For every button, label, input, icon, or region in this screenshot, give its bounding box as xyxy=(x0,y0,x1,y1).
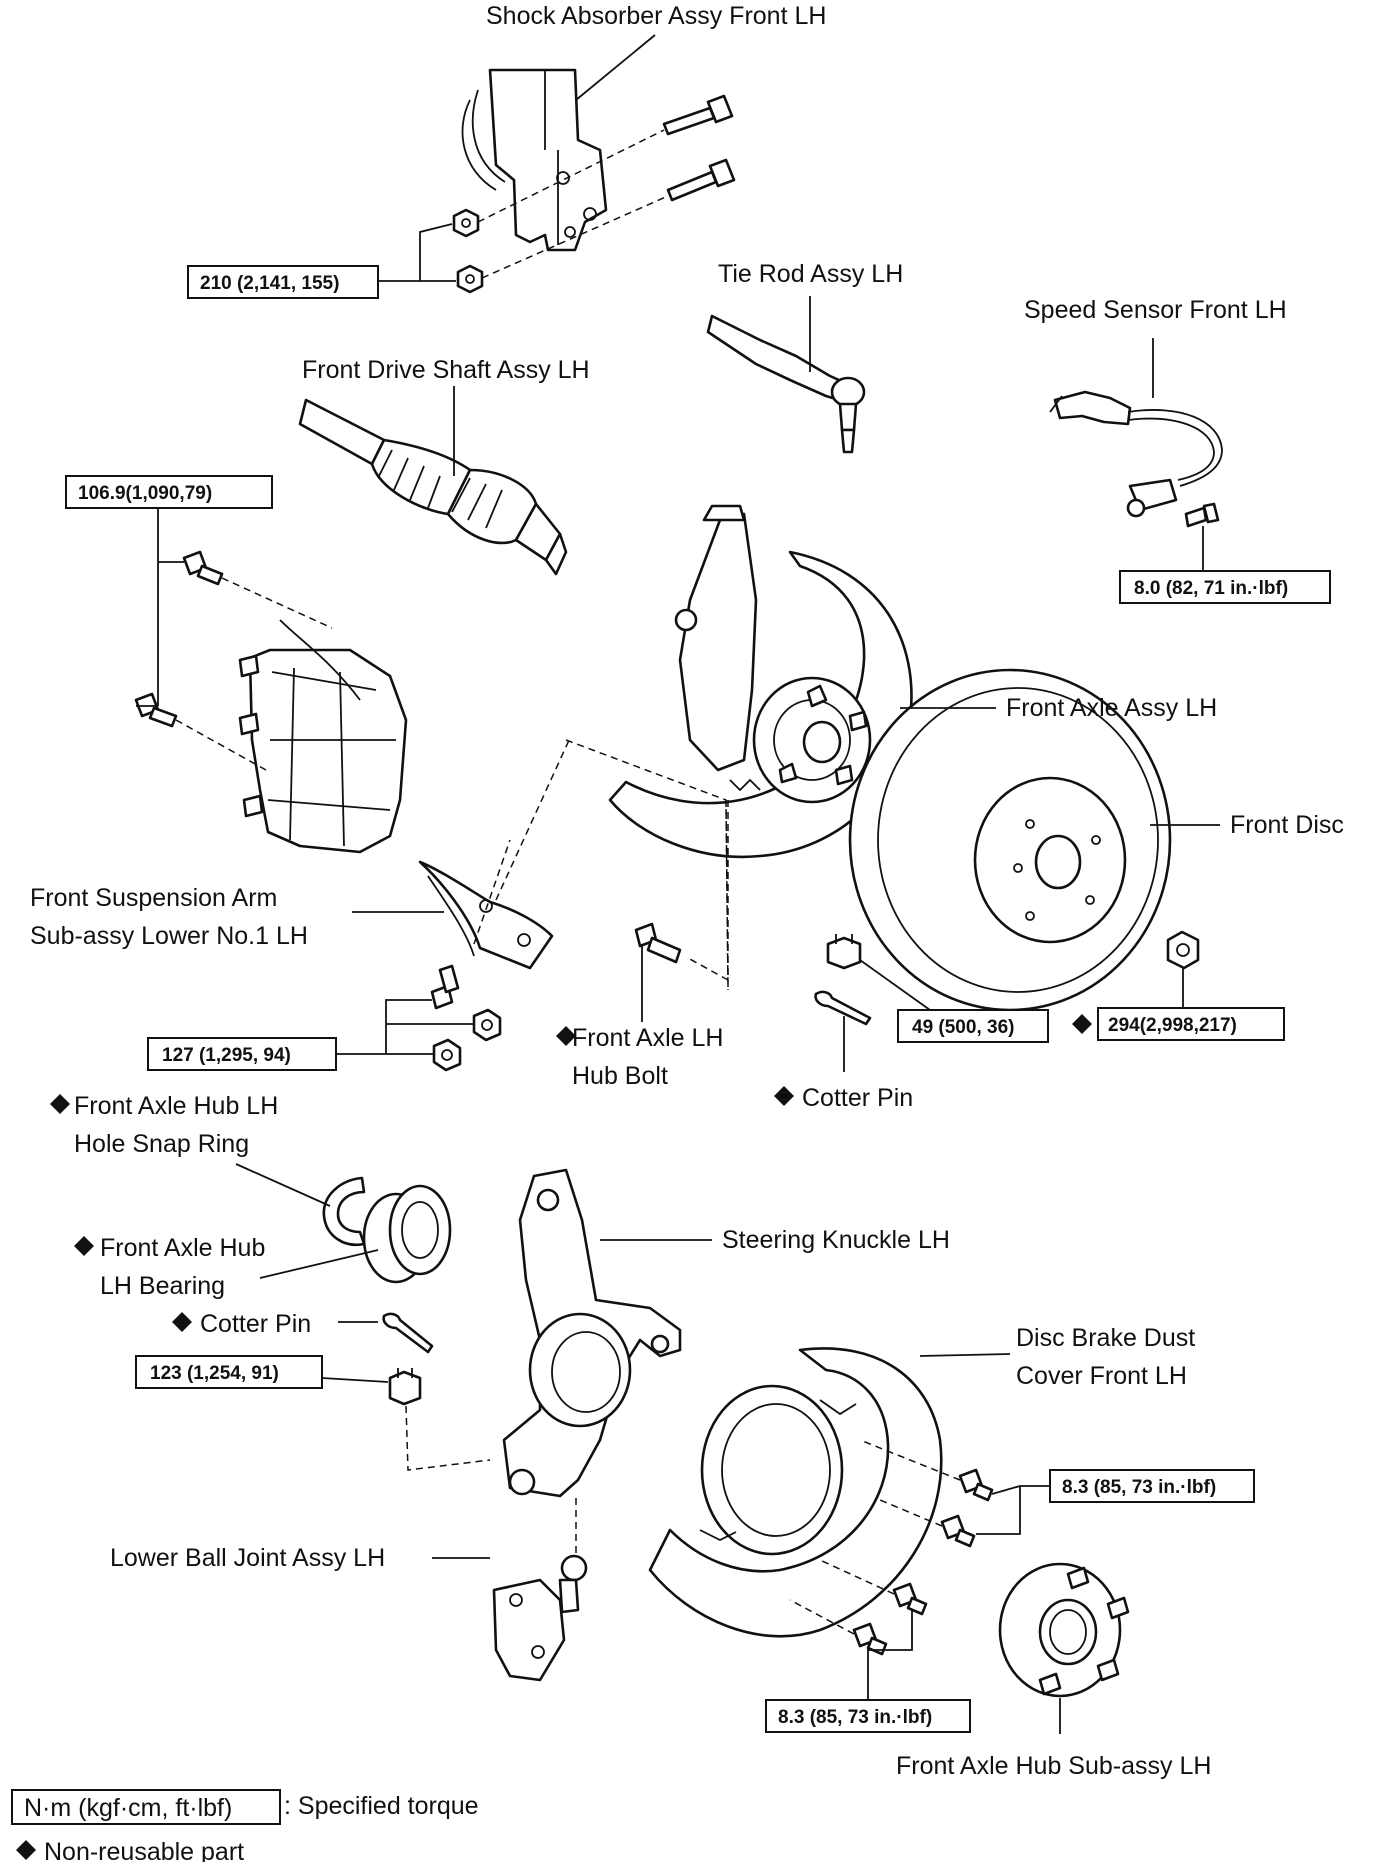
caliper-bolt-upper xyxy=(182,550,224,586)
torque-axle-nut: 294(2,998,217) xyxy=(1108,1015,1237,1036)
suspension-arm-drawing xyxy=(418,860,554,970)
torque-box-caliper xyxy=(65,475,273,509)
label-front-axle-assy: Front Axle Assy LH xyxy=(1006,694,1217,722)
axle-nut-drawing xyxy=(1166,930,1200,970)
label-lower-ball-joint: Lower Ball Joint Assy LH xyxy=(110,1544,385,1572)
label-dust-cover-2: Cover Front LH xyxy=(1016,1362,1187,1390)
label-steering-knuckle: Steering Knuckle LH xyxy=(722,1226,950,1254)
torque-box-axle-nut xyxy=(1097,1007,1285,1041)
lower-ball-joint-drawing xyxy=(492,1554,588,1682)
non-reusable-mark-snap-ring xyxy=(50,1094,70,1114)
dust-cover-bolt-1 xyxy=(958,1468,994,1502)
non-reusable-mark-cotter-upper xyxy=(774,1086,794,1106)
drive-shaft-drawing xyxy=(298,398,568,576)
torque-ball-joint-nut: 123 (1,254, 91) xyxy=(150,1363,279,1384)
dust-cover-drawing xyxy=(648,1347,943,1638)
torque-box-tie-rod-nut xyxy=(897,1009,1049,1043)
cotter-pin-upper-drawing xyxy=(814,990,872,1026)
leader-shock xyxy=(575,34,656,101)
shock-bolt-upper xyxy=(662,94,734,136)
tie-rod-nut-drawing xyxy=(826,934,862,970)
label-axle-hub-sub: Front Axle Hub Sub-assy LH xyxy=(896,1752,1211,1780)
leader-shock-torque xyxy=(378,223,456,282)
torque-box-suspension xyxy=(147,1037,337,1071)
torque-box-dust-lower xyxy=(765,1699,971,1733)
shock-absorber-drawing xyxy=(461,68,608,252)
torque-speed-sensor-bolt: 8.0 (82, 71 in.·lbf) xyxy=(1134,578,1288,599)
brake-caliper-drawing xyxy=(238,619,408,854)
leader-dust-torque-upper xyxy=(976,1485,1050,1535)
label-hub-bolt-1: Front Axle LH xyxy=(572,1024,723,1052)
non-reusable-mark-hub-bearing xyxy=(74,1236,94,1256)
label-shock-absorber: Shock Absorber Assy Front LH xyxy=(486,2,826,30)
legend-torque-desc: : Specified torque xyxy=(284,1792,479,1820)
shock-bolt-lower xyxy=(666,158,736,202)
torque-box-ball-joint xyxy=(135,1355,323,1389)
torque-box-shock xyxy=(187,265,379,299)
shock-nut-lower xyxy=(456,264,484,294)
torque-box-dust-upper xyxy=(1049,1469,1255,1503)
hub-bearing-drawing xyxy=(362,1184,452,1284)
label-hub-bearing-1: Front Axle Hub xyxy=(100,1234,265,1262)
legend-non-reusable-mark xyxy=(16,1840,36,1860)
label-hub-bearing-2: LH Bearing xyxy=(100,1272,225,1300)
speed-sensor-drawing xyxy=(1049,390,1223,518)
leader-hub-bearing xyxy=(259,1249,379,1279)
torque-caliper-bolts: 106.9(1,090,79) xyxy=(78,483,212,504)
snap-ring-drawing xyxy=(322,1176,366,1247)
label-snap-ring-1: Front Axle Hub LH xyxy=(74,1092,278,1120)
speed-sensor-bolt xyxy=(1184,502,1220,528)
label-speed-sensor: Speed Sensor Front LH xyxy=(1024,296,1287,324)
caliper-bolt-lower xyxy=(134,692,178,728)
label-dust-cover-1: Disc Brake Dust xyxy=(1016,1324,1195,1352)
label-cotter-pin-lower: Cotter Pin xyxy=(200,1310,311,1338)
leader-snap-ring xyxy=(235,1163,331,1207)
leader-suspension-torque xyxy=(336,999,474,1055)
steering-knuckle-drawing xyxy=(502,1168,682,1498)
non-reusable-mark-axle-nut xyxy=(1072,1014,1092,1034)
label-drive-shaft: Front Drive Shaft Assy LH xyxy=(302,356,590,384)
axle-hub-sub-drawing xyxy=(998,1562,1130,1698)
hub-bolt-drawing xyxy=(634,922,682,964)
label-suspension-arm-1: Front Suspension Arm xyxy=(30,884,277,912)
label-tie-rod: Tie Rod Assy LH xyxy=(718,260,903,288)
legend-torque-box xyxy=(11,1789,281,1825)
ball-joint-nut-drawing xyxy=(388,1368,422,1406)
front-disc-drawing xyxy=(848,668,1172,1012)
label-cotter-pin-upper: Cotter Pin xyxy=(802,1084,913,1112)
torque-box-speed-sensor xyxy=(1119,570,1331,604)
legend-torque-unit: N·m (kgf·cm, ft·lbf) xyxy=(24,1794,232,1822)
non-reusable-mark-cotter-lower xyxy=(172,1312,192,1332)
torque-suspension-arm-nuts: 127 (1,295, 94) xyxy=(162,1045,291,1066)
suspension-arm-nut-2 xyxy=(432,1038,462,1072)
torque-dust-cover-bolts-upper: 8.3 (85, 73 in.·lbf) xyxy=(1062,1477,1216,1498)
torque-tie-rod-nut: 49 (500, 36) xyxy=(912,1017,1014,1038)
cotter-pin-lower-drawing xyxy=(382,1312,434,1354)
leader-dust-cover xyxy=(919,1353,1011,1357)
tie-rod-drawing xyxy=(706,314,866,454)
torque-shock-nuts: 210 (2,141, 155) xyxy=(200,273,339,294)
leader-ball-nut-torque xyxy=(321,1377,389,1383)
dust-cover-bolt-2 xyxy=(940,1514,976,1548)
leader-tie-nut-torque xyxy=(859,959,931,1011)
label-front-disc: Front Disc xyxy=(1230,811,1344,839)
label-hub-bolt-2: Hub Bolt xyxy=(572,1062,668,1090)
dust-cover-bolt-3 xyxy=(892,1582,928,1616)
leader-caliper-torque xyxy=(136,508,184,707)
leader-dust-torque-lower xyxy=(867,1610,913,1700)
front-axle-assy-drawing xyxy=(608,504,913,859)
label-suspension-arm-2: Sub-assy Lower No.1 LH xyxy=(30,922,308,950)
suspension-arm-bolt xyxy=(430,964,460,1010)
label-snap-ring-2: Hole Snap Ring xyxy=(74,1130,249,1158)
suspension-arm-nut-1 xyxy=(472,1008,502,1042)
torque-dust-cover-bolts-lower: 8.3 (85, 73 in.·lbf) xyxy=(778,1707,932,1728)
legend-non-reusable: Non-reusable part xyxy=(44,1838,244,1862)
shock-nut-upper xyxy=(452,208,480,238)
non-reusable-mark-hub-bolt xyxy=(556,1026,576,1046)
